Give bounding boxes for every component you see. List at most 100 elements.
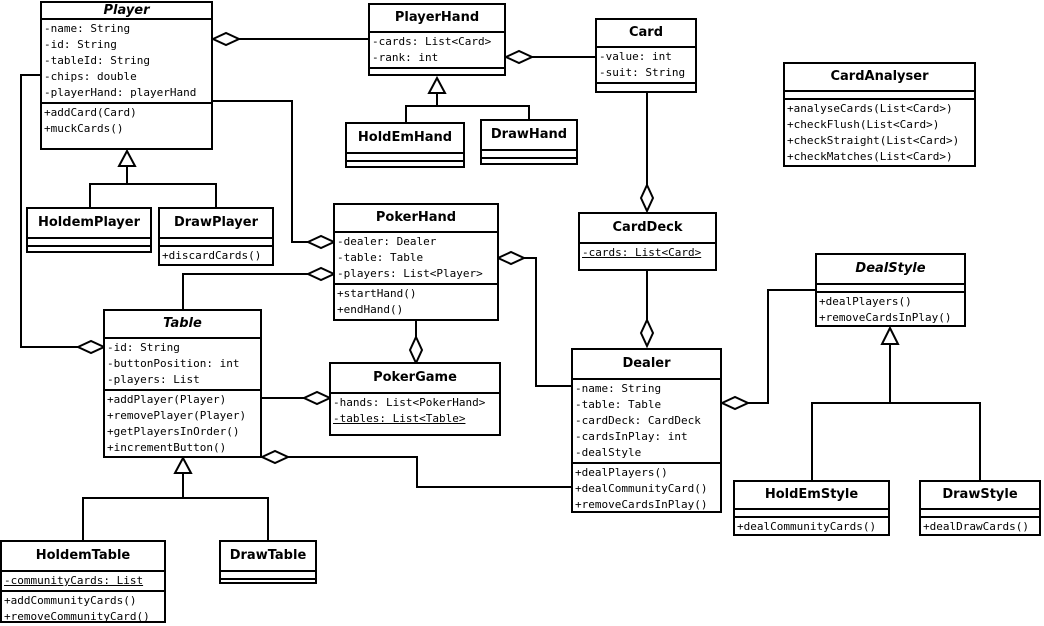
attributes-section xyxy=(785,92,974,100)
class-holdem-hand: HoldEmHand xyxy=(345,122,465,168)
operations-section: +dealPlayers() +dealCommunityCard() +rem… xyxy=(573,464,720,514)
aggregation-diamond xyxy=(259,449,291,465)
operation: +addCard(Card) xyxy=(44,106,137,119)
class-table: Table -id: String -buttonPosition: int -… xyxy=(103,309,262,458)
attribute: -table: Table xyxy=(337,251,424,264)
attributes-section: -value: int -suit: String xyxy=(597,48,695,84)
class-poker-hand: PokerHand -dealer: Dealer -table: Table … xyxy=(333,203,499,321)
holdemtable-inheritance xyxy=(82,473,184,541)
aggregation-diamond xyxy=(639,182,655,214)
class-holdem-style: HoldEmStyle +dealCommunityCards() xyxy=(733,480,890,536)
aggregation-diamond xyxy=(503,49,535,65)
aggregation-diamond xyxy=(408,334,424,366)
operation: +discardCards() xyxy=(162,249,262,262)
class-draw-style: DrawStyle +dealDrawCards() xyxy=(919,480,1041,536)
class-draw-player: DrawPlayer +discardCards() xyxy=(158,207,274,266)
operations-section: +addCommunityCards() +removeCommunityCar… xyxy=(2,592,164,626)
class-name: DrawStyle xyxy=(921,482,1039,510)
attributes-section: -id: String -buttonPosition: int -player… xyxy=(105,339,260,391)
attribute: -players: List<Player> xyxy=(337,267,483,280)
operations-section: +dealCommunityCards() xyxy=(735,518,888,536)
operation: +getPlayersInOrder() xyxy=(107,425,240,438)
class-name: DealStyle xyxy=(817,255,964,285)
aggregation-diamond xyxy=(305,266,337,282)
holdemstyle-inheritance xyxy=(811,344,891,481)
operation: +muckCards() xyxy=(44,122,124,135)
class-holdem-table: HoldemTable -communityCards: List +addCo… xyxy=(0,540,166,623)
class-card: Card -value: int -suit: String xyxy=(595,18,697,93)
class-name: HoldEmHand xyxy=(347,124,463,154)
drawhand-inheritance xyxy=(437,105,530,120)
attributes-section: -dealer: Dealer -table: Table -players: … xyxy=(335,233,497,285)
generalization-triangle xyxy=(427,75,447,94)
class-name: PokerHand xyxy=(335,205,497,233)
operation: +dealCommunityCard() xyxy=(575,482,708,495)
attribute: -tables: List<Table> xyxy=(333,412,466,425)
drawstyle-inheritance xyxy=(890,402,981,481)
class-name: DrawPlayer xyxy=(160,209,272,239)
pokerhand-dealer-link xyxy=(524,257,572,387)
attributes-section xyxy=(482,151,576,159)
operation: +endHand() xyxy=(337,303,404,316)
attribute: -cardsInPlay: int xyxy=(575,430,688,443)
drawplayer-inheritance xyxy=(127,183,217,208)
attributes-section xyxy=(921,510,1039,518)
operation: +dealDrawCards() xyxy=(923,520,1029,533)
generalization-triangle xyxy=(880,325,900,345)
attribute: -suit: String xyxy=(599,66,686,79)
aggregation-diamond xyxy=(305,234,337,250)
attribute: -rank: int xyxy=(372,51,439,64)
table-dealer-link xyxy=(288,456,572,488)
operation: +checkMatches(List<Card>) xyxy=(787,150,953,163)
attribute: -cards: List<Card> xyxy=(372,35,492,48)
operation: +startHand() xyxy=(337,287,417,300)
attribute: -cards: List<Card> xyxy=(582,246,702,259)
operations-section: +discardCards() xyxy=(160,247,272,265)
attributes-section: -communityCards: List xyxy=(2,572,164,592)
operation: +addCommunityCards() xyxy=(4,594,137,607)
operation: +dealPlayers() xyxy=(819,295,912,308)
attribute: -id: String xyxy=(44,38,117,51)
attributes-section: -name: String -table: Table -cardDeck: C… xyxy=(573,380,720,464)
class-name: Table xyxy=(105,311,260,339)
attribute: -dealStyle xyxy=(575,446,642,459)
operations-section: +addCard(Card) +muckCards() xyxy=(42,104,211,138)
attribute: -name: String xyxy=(575,382,662,395)
class-card-deck: CardDeck -cards: List<Card> xyxy=(578,212,717,271)
class-name: PokerGame xyxy=(331,364,499,394)
operation: +incrementButton() xyxy=(107,441,227,454)
operations-section xyxy=(482,159,576,165)
aggregation-diamond xyxy=(75,339,107,355)
operation: +dealCommunityCards() xyxy=(737,520,877,533)
player-table-link xyxy=(20,74,78,348)
holdemhand-inheritance xyxy=(405,93,438,123)
operations-section xyxy=(221,580,315,586)
class-deal-style: DealStyle +dealPlayers() +removeCardsInP… xyxy=(815,253,966,327)
attributes-section: -cards: List<Card> -rank: int xyxy=(370,33,504,69)
aggregation-diamond xyxy=(639,317,655,349)
attributes-section xyxy=(28,239,150,247)
attribute: -table: Table xyxy=(575,398,662,411)
attribute: -playerHand: playerHand xyxy=(44,86,197,99)
operation: +checkStraight(List<Card>) xyxy=(787,134,960,147)
class-player: Player -name: String -id: String -tableI… xyxy=(40,1,213,150)
generalization-triangle xyxy=(173,455,193,474)
attributes-section: -name: String -id: String -tableId: Stri… xyxy=(42,20,211,104)
class-name: HoldemPlayer xyxy=(28,209,150,239)
class-name: Player xyxy=(42,3,211,20)
attribute: -hands: List<PokerHand> xyxy=(333,396,486,409)
attribute: -chips: double xyxy=(44,70,137,83)
operation: +addPlayer(Player) xyxy=(107,393,227,406)
attribute: -value: int xyxy=(599,50,672,63)
operations-section: +dealDrawCards() xyxy=(921,518,1039,536)
class-card-analyser: CardAnalyser +analyseCards(List<Card>) +… xyxy=(783,62,976,167)
dealer-dealstyle-link xyxy=(748,289,816,404)
attribute: -tableId: String xyxy=(44,54,150,67)
class-holdem-player: HoldemPlayer xyxy=(26,207,152,253)
attributes-section xyxy=(160,239,272,247)
operation: +removePlayer(Player) xyxy=(107,409,247,422)
player-pokerhand-link xyxy=(213,100,308,243)
aggregation-diamond xyxy=(495,250,527,266)
drawtable-inheritance xyxy=(183,497,269,541)
